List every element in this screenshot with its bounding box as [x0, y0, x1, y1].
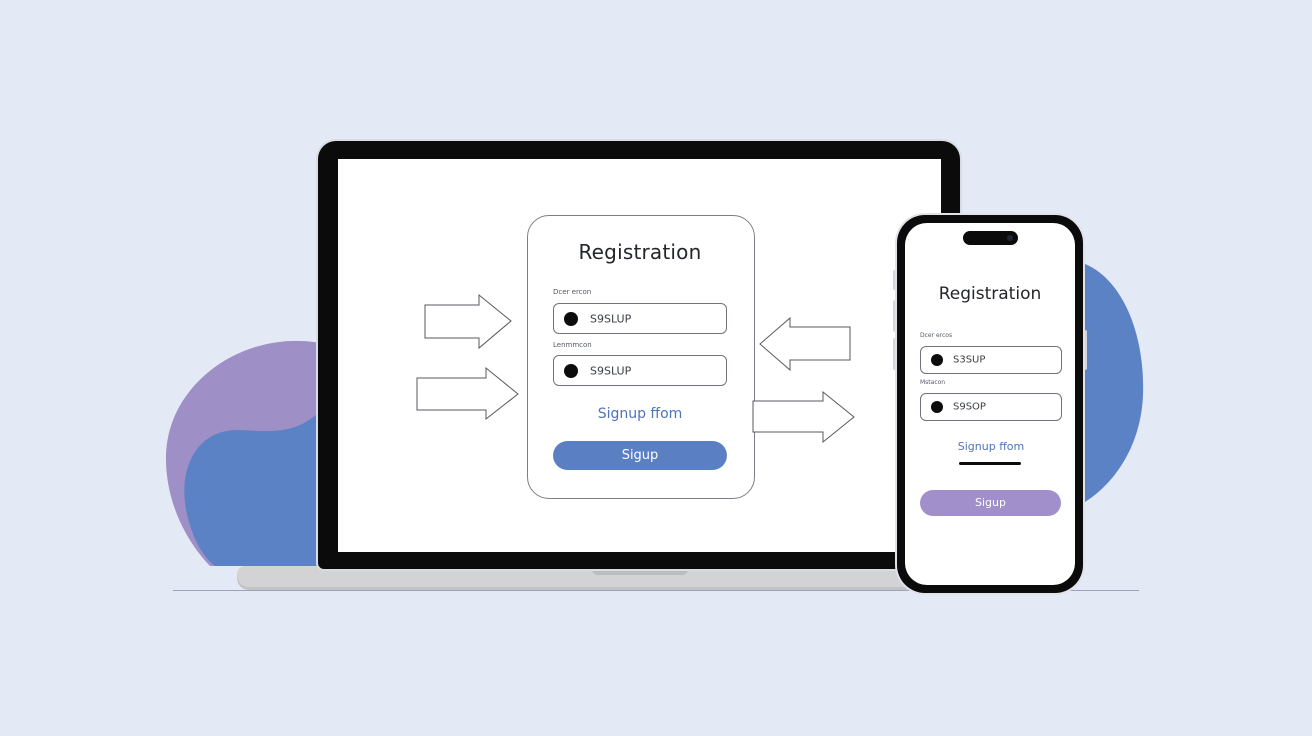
field2-value: S9SLUP — [590, 364, 632, 377]
laptop-notch — [592, 566, 688, 575]
phone-side-button — [893, 270, 897, 290]
phone-field1-value: S3SUP — [953, 354, 986, 366]
arrow-left-icon — [759, 316, 851, 372]
signup-button[interactable]: Sigup — [553, 441, 727, 470]
signup-link[interactable]: Signup ffom — [597, 406, 683, 422]
phone-field2-value: S9SOP — [953, 401, 986, 413]
bullet-icon — [564, 311, 578, 326]
field1-value: S9SLUP — [590, 312, 632, 325]
phone-side-button — [893, 300, 897, 332]
phone-side-button — [893, 338, 897, 370]
bullet-icon — [931, 354, 943, 366]
arrow-right-icon — [416, 366, 519, 421]
phone-page-title: Registration — [938, 284, 1042, 304]
phone-side-button — [1083, 330, 1087, 370]
arrow-right-icon — [752, 390, 855, 444]
field2-label: Lenmmcon — [553, 341, 592, 349]
phone-field2-input[interactable]: S9SOP — [920, 393, 1062, 421]
ground-line — [173, 590, 1139, 591]
field2-input[interactable]: S9SLUP — [553, 355, 727, 386]
camera-icon — [1007, 235, 1013, 241]
phone-link-underline — [959, 462, 1021, 465]
phone-field1-input[interactable]: S3SUP — [920, 346, 1062, 374]
page-title: Registration — [578, 240, 702, 264]
phone-signup-link[interactable]: Signup ffom — [957, 440, 1025, 453]
phone-dynamic-island — [963, 231, 1018, 245]
field1-label: Dcer ercon — [553, 288, 592, 296]
blue-blob-right — [1080, 262, 1144, 505]
phone-signup-button[interactable]: Sigup — [920, 490, 1061, 516]
bullet-icon — [564, 363, 578, 378]
phone-field2-label: Mstacon — [920, 379, 946, 386]
phone-field1-label: Dcer ercos — [920, 332, 953, 339]
bullet-icon — [931, 401, 943, 413]
field1-input[interactable]: S9SLUP — [553, 303, 727, 334]
arrow-right-icon — [424, 293, 512, 350]
laptop-base — [237, 566, 917, 590]
blue-blob-left — [184, 400, 330, 566]
